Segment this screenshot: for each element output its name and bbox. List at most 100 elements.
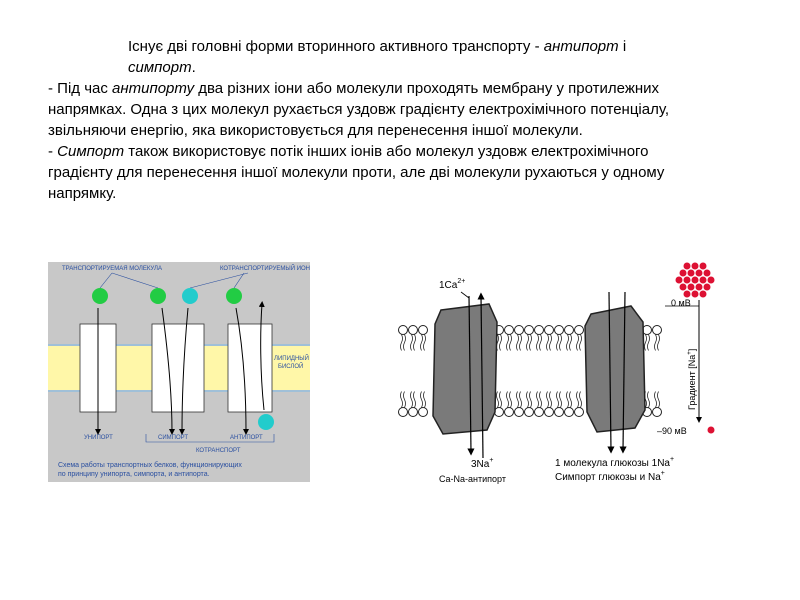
sodium-ion [676,277,683,284]
gradient-label: Градиент [Na+] [687,349,697,410]
lipid-tail [421,392,423,408]
lipid-head [505,326,514,335]
lipid-head [653,326,662,335]
label-lipid: ЛИПИДНЫЙ [274,354,309,362]
label-uniport: УНИПОРТ [84,435,113,441]
lipid-tail [411,392,413,408]
lipid-head [565,408,574,417]
sodium-ion [684,277,691,284]
lipid-head [535,326,544,335]
lipid-tail [550,392,552,408]
ion-circle [258,414,274,430]
lipid-tail [645,335,647,351]
lipid-head [545,408,554,417]
label-cotransport: КОТРАНСПОРТ [196,448,241,454]
lipid-tail [655,335,657,351]
lipid-tail [547,392,549,408]
lipid-tail [527,335,529,351]
lipid-head [535,408,544,417]
sodium-ion [704,284,711,291]
lipid-tail [580,335,582,351]
lipid-tail [570,335,572,351]
antiport-carrier [228,324,272,412]
sodium-ion [700,291,707,298]
antiport-prefix: - Під час [48,80,112,97]
sodium-ion [688,284,695,291]
molecule-circle [226,288,242,304]
lipid-tail [570,392,572,408]
lipid-tail [557,335,559,351]
lipid-head [515,408,524,417]
lipid-tail [530,392,532,408]
label-cotransported-ion: КОТРАНСПОРТИРУЕМЫЙ ИОН [220,264,310,272]
lipid-tail [520,392,522,408]
sodium-ion [680,284,687,291]
lipid-head [399,326,408,335]
lipid-tail [547,335,549,351]
lipid-tail [520,335,522,351]
sodium-ion [700,263,707,270]
three-na-label: 3Na+ [471,457,493,470]
sodium-ion [680,270,687,277]
lipid-tail [537,392,539,408]
figure1-caption-line1: Схема работы транспортных белков, функци… [58,461,242,469]
transport-scheme-figure: ТРАНСПОРТИРУЕМАЯ МОЛЕКУЛА КОТРАНСПОРТИРУ… [48,262,310,482]
lipid-tail [401,392,403,408]
sodium-ion [696,270,703,277]
lipid-head [495,408,504,417]
lipid-tail [500,335,502,351]
label-bilayer: БИСЛОЙ [278,362,303,370]
symporter-protein [585,306,645,432]
lipid-tail [567,392,569,408]
label-antiport: АНТИПОРТ [230,435,263,441]
lipid-tail [540,335,542,351]
lipid-tail [648,392,650,408]
lipid-tail [507,392,509,408]
symport-paragraph: - Симпорт також використовує потік інших… [48,141,688,204]
lipid-head [525,326,534,335]
molecule-circle [92,288,108,304]
low-na-dot [708,427,715,434]
lipid-head [409,408,418,417]
symport-carrier [152,324,204,412]
lipid-head [525,408,534,417]
lipid-tail [537,335,539,351]
lipid-tail [560,392,562,408]
lipid-tail [404,392,406,408]
antiporter-label: Ca-Na-антипорт [439,474,506,484]
lipid-tail [507,335,509,351]
ca-pointer [461,292,469,298]
lipid-tail [540,392,542,408]
glucose-label-line2: Симпорт глюкозы и Na+ [555,470,665,483]
lipid-tail [567,335,569,351]
glucose-label-line1: 1 молекула глюкозы 1Na+ [555,456,674,469]
lipid-tail [401,335,403,351]
sodium-ion [692,277,699,284]
lipid-head [575,408,584,417]
symport-term: Симпорт [57,143,124,160]
lipid-tail [414,392,416,408]
lipid-tail [658,392,660,408]
lipid-tail [510,392,512,408]
sodium-ion [708,277,715,284]
sodium-ion [684,263,691,270]
antiport-term: антипорту [112,80,194,97]
intro-text: Існує дві головні форми вторинного актив… [128,38,544,55]
term-antiport: антипорт [544,38,619,55]
lipid-tail [414,335,416,351]
lipid-tail [517,392,519,408]
lipid-tail [411,335,413,351]
sodium-ion [704,270,711,277]
antiport-paragraph: - Під час антипорту два різних іони або … [48,78,688,141]
sodium-ion [684,291,691,298]
lipid-head [565,326,574,335]
lipid-head [409,326,418,335]
sodium-ion [688,270,695,277]
lipid-tail [527,392,529,408]
ion-circle [182,288,198,304]
sodium-ion [692,263,699,270]
lipid-tail [424,392,426,408]
label-transported-molecule: ТРАНСПОРТИРУЕМАЯ МОЛЕКУЛА [62,266,162,272]
lipid-tail [658,335,660,351]
term-symport: симпорт [128,59,192,76]
